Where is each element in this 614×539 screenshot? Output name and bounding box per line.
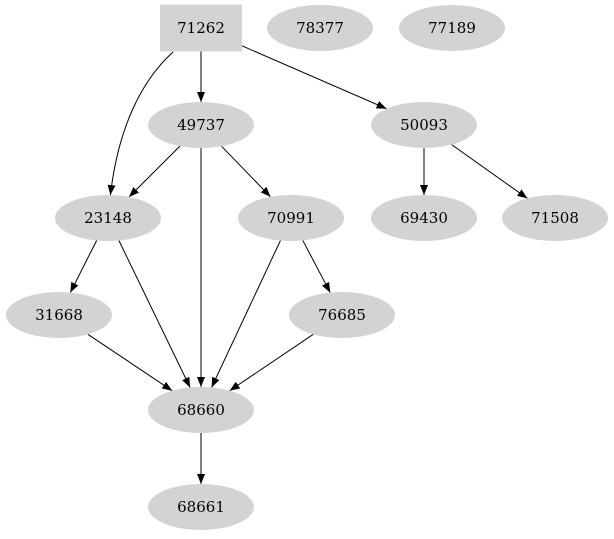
node-69430: 69430 [371,195,477,241]
edge-49737-to-70991 [221,145,271,198]
edge-76685-to-68660 [229,333,314,392]
node-71508: 71508 [502,195,608,241]
node-49737: 49737 [148,102,254,148]
node-label: 78377 [296,19,344,37]
node-label: 70991 [267,209,315,227]
node-shape-ellipse [371,195,477,241]
node-77189: 77189 [399,5,505,51]
node-label: 50093 [400,116,448,134]
node-50093: 50093 [371,102,477,148]
node-31668: 31668 [6,292,112,338]
edge-49737-to-23148 [128,145,181,198]
node-label: 23148 [84,209,132,227]
node-shape-ellipse [148,102,254,148]
node-70991: 70991 [238,195,344,241]
node-shape-ellipse [238,195,344,241]
node-label: 49737 [177,116,225,134]
edge-23148-to-31668 [69,240,98,293]
edge-50093-to-71508 [451,144,528,199]
node-shape-ellipse [289,292,395,338]
node-label: 69430 [400,209,448,227]
node-shape-ellipse [371,102,477,148]
node-shape-ellipse [267,5,373,51]
edge-23148-to-68660 [118,240,191,388]
node-label: 77189 [428,19,476,37]
node-shape-ellipse [399,5,505,51]
edge-31668-to-68660 [87,333,173,392]
node-shape-ellipse [6,292,112,338]
node-shape-box [160,4,242,52]
node-label: 68660 [177,401,225,419]
node-76685: 76685 [289,292,395,338]
node-68660: 68660 [148,387,254,433]
node-shape-ellipse [502,195,608,241]
edge-71262-to-50093 [241,45,387,110]
node-label: 76685 [318,306,366,324]
node-shape-ellipse [148,484,254,530]
node-label: 71508 [531,209,579,227]
edge-71262-to-23148 [107,51,174,196]
edge-70991-to-68660 [211,240,281,388]
node-23148: 23148 [55,195,161,241]
edge-70991-to-76685 [302,240,331,293]
node-shape-ellipse [148,387,254,433]
node-label: 31668 [35,306,83,324]
node-shape-ellipse [55,195,161,241]
node-78377: 78377 [267,5,373,51]
node-71262: 71262 [160,4,242,52]
node-label: 71262 [177,19,225,37]
node-68661: 68661 [148,484,254,530]
node-label: 68661 [177,498,225,516]
